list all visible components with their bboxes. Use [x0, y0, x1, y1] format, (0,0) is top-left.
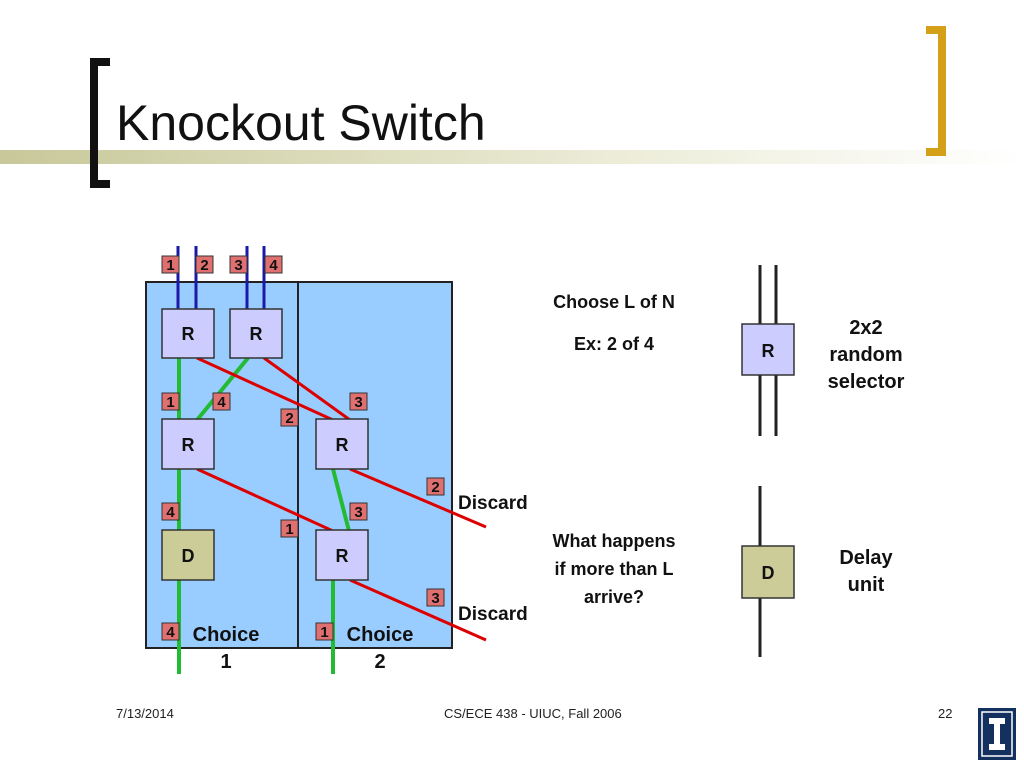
tag-number: 4	[269, 257, 278, 274]
delay-label: D	[182, 546, 195, 566]
selector-label: R	[336, 546, 349, 566]
selector-box	[229, 308, 283, 359]
selector-boxes: R R R R R D	[161, 308, 369, 581]
tag-box	[161, 502, 180, 521]
tag-number: 1	[285, 521, 293, 538]
tag-box	[280, 519, 299, 538]
red-wire-discard-1	[349, 467, 487, 529]
knockout-diagram: R R R R R D 1 2 3 4 1 4 2 3 4 1	[145, 246, 905, 674]
red-wire-b	[263, 356, 351, 422]
discard-label-1: Discard	[458, 493, 528, 514]
tag-box	[349, 502, 368, 521]
choose-l-of-n-text: Choose L of N	[553, 292, 675, 312]
tag-number: 3	[354, 394, 362, 411]
question-line2: if more than L	[554, 559, 673, 579]
tag-box	[349, 392, 368, 411]
tag-number: 2	[431, 479, 439, 496]
tag-box	[426, 477, 445, 496]
red-wire-discard-2	[349, 578, 487, 642]
tag-box	[264, 255, 283, 274]
tag-number: 3	[431, 590, 439, 607]
question-line3: arrive?	[584, 587, 644, 607]
footer-page-number: 22	[938, 706, 953, 721]
tag-number: 3	[234, 257, 242, 274]
legend-selector-box	[741, 323, 795, 376]
footer-date: 7/13/2014	[116, 706, 174, 721]
university-logo	[978, 708, 1016, 760]
red-wire-c	[196, 467, 334, 533]
center-notes: Choose L of N Ex: 2 of 4 What happens if…	[552, 292, 675, 607]
delay-box	[161, 529, 215, 581]
slide-decoration	[0, 26, 1024, 188]
legend-selector-text-2: random	[829, 344, 902, 366]
tag-box	[229, 255, 248, 274]
green-wire-b	[195, 356, 250, 422]
choice1-label-line2: 1	[220, 651, 231, 673]
right-bracket	[926, 26, 946, 156]
red-wire-a	[196, 356, 334, 422]
selector-label: R	[182, 324, 195, 344]
left-bracket	[90, 58, 110, 188]
tag-number: 3	[354, 504, 362, 521]
tag-box	[161, 392, 180, 411]
tag-box	[212, 392, 231, 411]
legend-selector-text-1: 2x2	[849, 317, 882, 339]
choice2-label-line1: Choice	[347, 624, 414, 646]
question-line1: What happens	[552, 531, 675, 551]
selector-label: R	[182, 435, 195, 455]
tag-number: 2	[285, 410, 293, 427]
legend-delay-text-1: Delay	[839, 547, 893, 569]
tag-box	[426, 588, 445, 607]
block-i-icon	[981, 711, 1013, 757]
tag-box	[280, 408, 299, 427]
tag-box	[161, 622, 180, 641]
legend-delay-label: D	[762, 563, 775, 583]
selector-box	[161, 418, 215, 470]
discard-label-2: Discard	[458, 604, 528, 625]
legend-delay-box	[741, 545, 795, 599]
tag-box	[161, 255, 180, 274]
tag-number: 4	[217, 394, 226, 411]
footer-course: CS/ECE 438 - UIUC, Fall 2006	[444, 706, 622, 721]
tag-number: 2	[200, 257, 208, 274]
tag-box	[315, 622, 334, 641]
legend-selector-label: R	[762, 341, 775, 361]
tag-number: 4	[166, 624, 175, 641]
green-wire-d	[331, 468, 351, 532]
selector-label: R	[250, 324, 263, 344]
choice-labels: Choice 1 Choice 2	[193, 624, 414, 673]
selector-box	[315, 418, 369, 470]
tag-number: 1	[320, 624, 328, 641]
title-underline-bar	[0, 150, 1024, 164]
example-text: Ex: 2 of 4	[574, 334, 654, 354]
legend-delay: D Delay unit	[741, 486, 894, 657]
tag-number: 1	[166, 394, 174, 411]
choice2-label-line2: 2	[374, 651, 385, 673]
choice1-label-line1: Choice	[193, 624, 260, 646]
legend-selector-text-3: selector	[828, 371, 905, 393]
selector-label: R	[336, 435, 349, 455]
tag-box	[195, 255, 214, 274]
tag-number: 4	[166, 504, 175, 521]
slide-title: Knockout Switch	[116, 95, 486, 151]
selector-box	[161, 308, 215, 359]
loser-wires	[196, 356, 487, 642]
legend-delay-text-2: unit	[848, 574, 885, 596]
legend-selector: R 2x2 random selector	[741, 265, 905, 436]
selector-box	[315, 529, 369, 581]
tag-number: 1	[166, 257, 174, 274]
packet-tags: 1 2 3 4 1 4 2 3 4 1 3 2 3 4 1	[161, 255, 445, 641]
